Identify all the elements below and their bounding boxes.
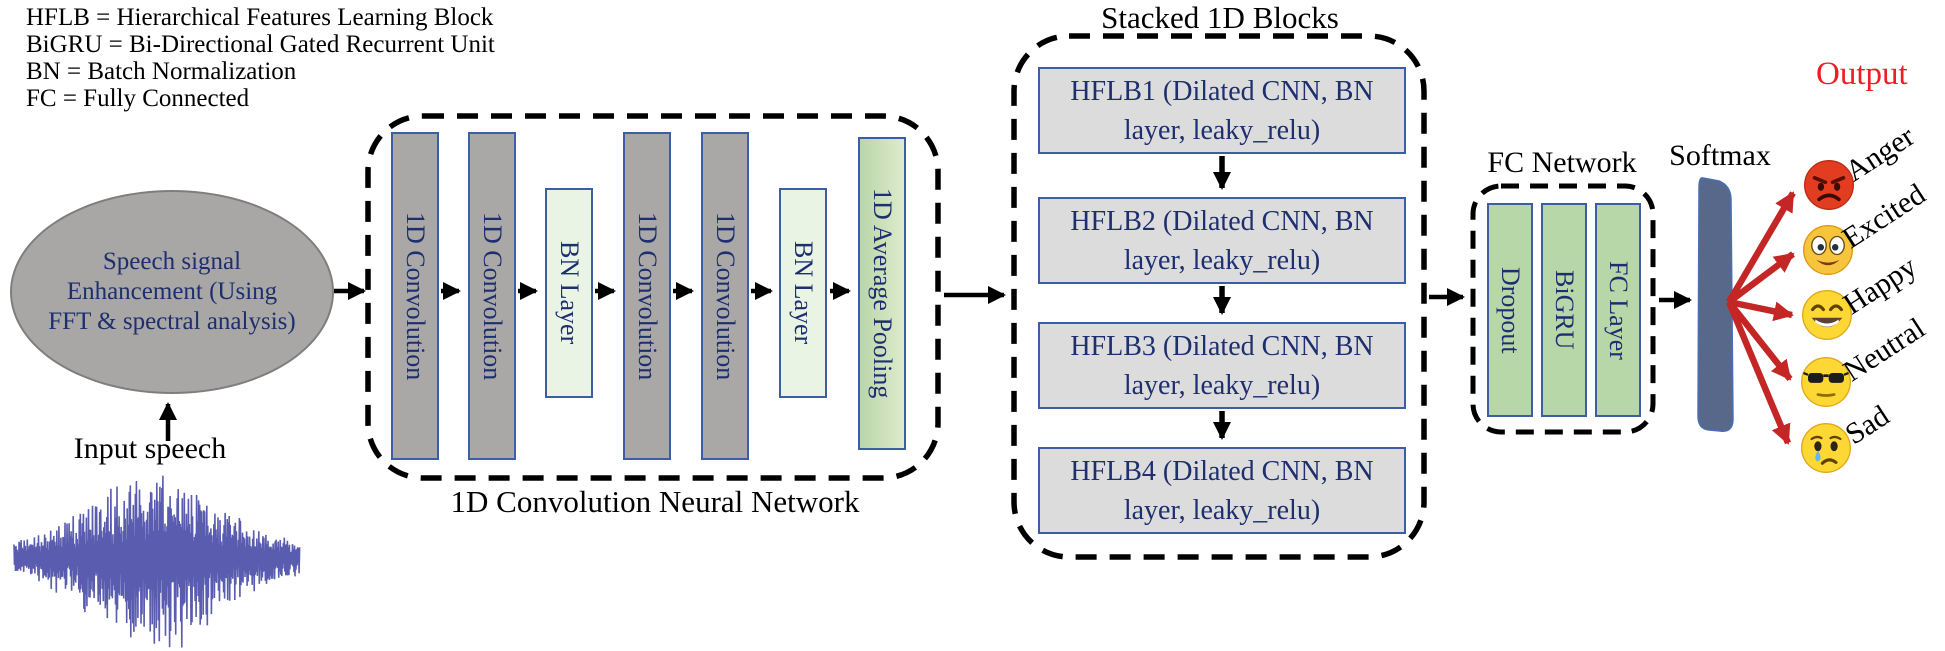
cnn-layer-bn2-label: BN Layer xyxy=(789,241,818,345)
arrow-to-excited xyxy=(1727,251,1795,305)
fc-network-title: FC Network xyxy=(1487,146,1637,179)
stacked-blocks-title: Stacked 1D Blocks xyxy=(1101,0,1339,35)
hflb2-label: HFLB2 (Dilated CNN, BN layer, leaky_relu… xyxy=(1070,205,1374,276)
cnn-layer-avgpool: 1D Average Pooling xyxy=(858,137,906,450)
input-speech-label: Input speech xyxy=(73,432,227,465)
fc-layer-bigru-label: BiGRU xyxy=(1550,270,1579,350)
hflb3-label: HFLB3 (Dilated CNN, BN layer, leaky_relu… xyxy=(1070,330,1374,401)
softmax-label: Softmax xyxy=(1669,139,1771,172)
fc-layer-fclayer-label: FC Layer xyxy=(1604,260,1633,360)
speech-enhancement-ellipse: Speech signal Enhancement (Using FFT & s… xyxy=(10,190,334,394)
fc-layer-bigru: BiGRU xyxy=(1541,203,1587,417)
stacked-dashed-border xyxy=(1011,33,1427,560)
legend-line-bn: BN = Batch Normalization xyxy=(26,58,297,85)
fc-layer-dropout-label: Dropout xyxy=(1496,266,1525,354)
fc-dashed-border xyxy=(1470,183,1656,435)
legend: HFLB = Hierarchical Features Learning Bl… xyxy=(26,4,495,112)
flow-arrows xyxy=(159,282,1692,441)
cnn-layer-conv2: 1D Convolution xyxy=(468,132,516,460)
speech-enhancement-label: Speech signal Enhancement (Using FFT & s… xyxy=(48,248,296,335)
cnn-layer-bn1-label: BN Layer xyxy=(555,241,584,345)
legend-line-fc: FC = Fully Connected xyxy=(26,85,250,112)
sunglasses-face-icon xyxy=(1801,357,1851,407)
cnn-layer-avgpool-label: 1D Average Pooling xyxy=(868,188,897,399)
excited-face-icon xyxy=(1803,225,1853,275)
cnn-layer-conv1-label: 1D Convolution xyxy=(401,211,430,381)
arrow-to-happy xyxy=(1728,298,1794,322)
hflb4-label: HFLB4 (Dilated CNN, BN layer, leaky_relu… xyxy=(1070,455,1374,526)
output-title: Output xyxy=(1816,56,1908,92)
cnn-layer-conv4: 1D Convolution xyxy=(701,132,749,460)
speech-waveform-graphic xyxy=(13,475,301,648)
angry-face-icon xyxy=(1804,160,1854,210)
arrow-to-anger xyxy=(1726,191,1796,304)
softmax-shape xyxy=(1697,177,1734,432)
fc-layer-dropout: Dropout xyxy=(1487,203,1533,417)
cnn-layer-conv2-label: 1D Convolution xyxy=(478,211,507,381)
hflb2-block: HFLB2 (Dilated CNN, BN layer, leaky_relu… xyxy=(1038,197,1406,284)
cnn-layer-conv1: 1D Convolution xyxy=(391,132,439,460)
cnn-layer-conv4-label: 1D Convolution xyxy=(711,211,740,381)
hflb3-block: HFLB3 (Dilated CNN, BN layer, leaky_relu… xyxy=(1038,322,1406,409)
legend-line-bigru: BiGRU = Bi-Directional Gated Recurrent U… xyxy=(26,31,495,58)
cnn-layer-bn1: BN Layer xyxy=(545,188,593,398)
softmax-output-arrows xyxy=(1726,191,1796,445)
cnn-layer-conv3: 1D Convolution xyxy=(623,132,671,460)
cnn-layer-conv3-label: 1D Convolution xyxy=(633,211,662,381)
grinning-face-icon xyxy=(1802,290,1852,340)
cnn-layer-bn2: BN Layer xyxy=(779,188,827,398)
fc-layer-fclayer: FC Layer xyxy=(1595,203,1641,417)
arrow-to-neutral xyxy=(1726,299,1793,382)
hflb1-block: HFLB1 (Dilated CNN, BN layer, leaky_relu… xyxy=(1038,67,1406,154)
cnn-caption: 1D Convolution Neural Network xyxy=(450,484,860,519)
hflb4-block: HFLB4 (Dilated CNN, BN layer, leaky_relu… xyxy=(1038,447,1406,534)
crying-face-icon xyxy=(1801,423,1851,473)
legend-line-hflb: HFLB = Hierarchical Features Learning Bl… xyxy=(26,4,494,31)
hflb1-label: HFLB1 (Dilated CNN, BN layer, leaky_relu… xyxy=(1070,75,1374,146)
arrow-to-sad xyxy=(1726,300,1791,445)
